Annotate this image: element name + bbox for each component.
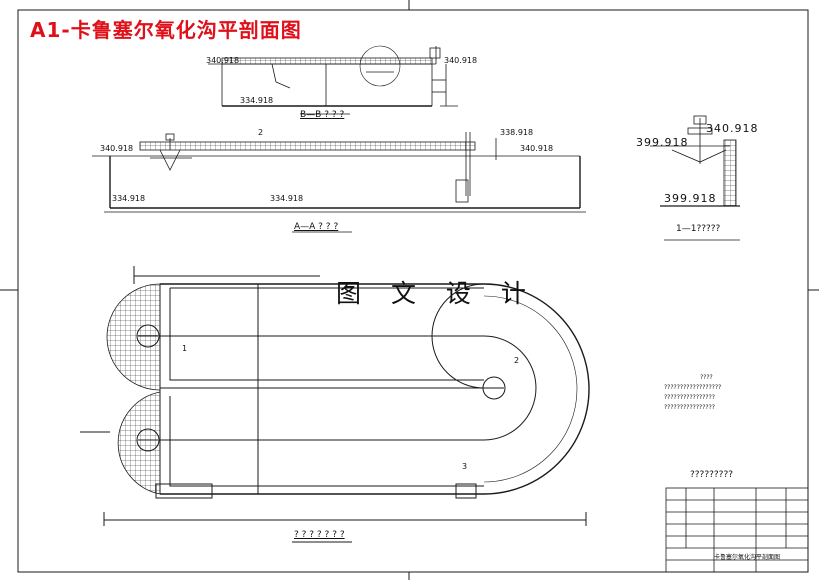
section-bb-drawing (208, 45, 458, 115)
bb-elevation-right: 340.918 (444, 56, 478, 65)
section-aa-drawing (92, 132, 586, 233)
notes-line-3: ???????????????? (664, 404, 715, 411)
sheet-border (17, 9, 809, 573)
aa-elevation-left: 340.918 (100, 144, 134, 153)
plan-caption: ? ? ? ? ? ? ? (294, 530, 345, 540)
aa-elevation-right: 340.918 (520, 144, 554, 153)
legend-heading: ????????? (690, 470, 733, 480)
bb-caption: B—B ? ? ? (300, 110, 345, 120)
title-block-frame (665, 487, 809, 573)
bb-elevation-bottom: 334.918 (240, 96, 274, 105)
watermark-text: 图 文 设 计 (336, 279, 537, 308)
plan-view-drawing (80, 266, 590, 543)
detail-caption: 1—1????? (676, 224, 721, 234)
title-block-drawing-name: 卡鲁塞尔氧化沟平剖面图 (714, 554, 781, 561)
aa-elevation-bottom-left: 334.918 (112, 194, 146, 203)
aa-elevation-bottom-mid: 334.918 (270, 194, 304, 203)
notes-heading: ???? (700, 374, 713, 381)
aa-caption: A—A ? ? ? (294, 222, 339, 232)
detail-elevation-mid: 399.918 (636, 136, 689, 149)
aa-callout: 2 (258, 128, 264, 137)
detail-elevation-top: 340.918 (706, 122, 759, 135)
plan-callout-2: 2 (514, 356, 520, 365)
notes-line-1: ?????????????????? (664, 384, 722, 391)
detail-elevation-bottom: 399.918 (664, 192, 717, 205)
bb-elevation-left: 340.918 (206, 56, 240, 65)
plan-callout-1: 1 (182, 344, 188, 353)
plan-callout-3: 3 (462, 462, 468, 471)
detail-1-1-drawing (650, 115, 740, 241)
drawing-title: A1-卡鲁塞尔氧化沟平剖面图 (30, 18, 302, 42)
notes-line-2: ???????????????? (664, 394, 715, 401)
aa-elevation-top: 338.918 (500, 128, 534, 137)
